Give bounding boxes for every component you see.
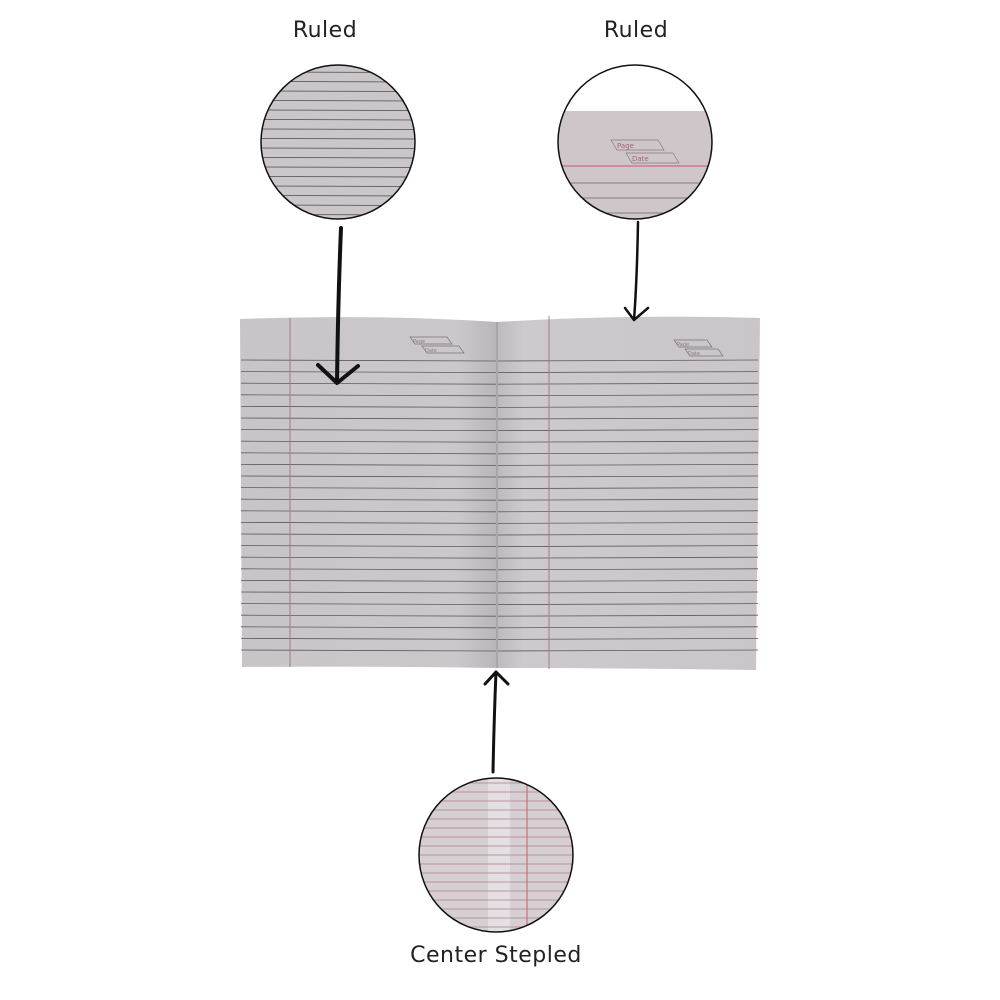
page-date-label: Page [413, 339, 425, 345]
rule-line [240, 638, 498, 640]
rule-line [261, 185, 415, 187]
zoom-circle-center-stapled [418, 777, 574, 933]
rule-line [496, 382, 759, 385]
rule-line [240, 556, 498, 559]
page-date-label: Date [632, 155, 649, 163]
rule-line [240, 452, 498, 455]
rule-line [496, 405, 759, 408]
rule-line [496, 533, 759, 536]
right-page [497, 316, 760, 670]
rule-line [496, 440, 759, 443]
callout-label-center-stapled: Center Stepled [410, 943, 582, 968]
rule-line [496, 487, 759, 490]
rule-line [496, 580, 759, 582]
rule-line [496, 556, 759, 559]
rule-line [240, 603, 498, 605]
rule-line [496, 359, 759, 362]
rule-line [261, 90, 415, 92]
page-date-box-right [673, 339, 724, 357]
rule-line [240, 417, 498, 420]
rule-line [496, 638, 759, 640]
ruled-lines [240, 359, 759, 652]
page-date-label: Page [617, 142, 634, 150]
rule-line [240, 475, 498, 478]
rule-line [496, 614, 759, 617]
rule-line [240, 405, 498, 408]
rule-line [240, 533, 498, 536]
rule-line [240, 580, 498, 582]
rule-line [261, 138, 415, 140]
rule-line [496, 498, 759, 501]
rule-line [261, 147, 415, 149]
page-date-label: Date [425, 348, 437, 354]
rule-line [240, 371, 498, 374]
rule-line [240, 382, 498, 385]
rule-line [240, 359, 498, 362]
rule-line [496, 371, 759, 374]
zoom-circle-ruled-left [260, 64, 416, 220]
rule-line [496, 649, 759, 652]
rule-line [240, 510, 498, 513]
rule-line [240, 522, 498, 524]
rule-line [240, 614, 498, 617]
rule-line [240, 498, 498, 501]
rule-line [496, 394, 759, 397]
rule-line [496, 591, 759, 594]
rule-line [240, 394, 498, 397]
rule-line [496, 603, 759, 605]
rule-line [261, 119, 415, 121]
rule-line [496, 452, 759, 455]
rule-line [496, 463, 759, 466]
arrow-right [623, 220, 650, 322]
rule-line [240, 626, 498, 629]
rule-line [496, 417, 759, 420]
rule-line [261, 166, 415, 168]
rule-line [240, 463, 498, 466]
rule-line [261, 204, 415, 206]
rule-line [496, 429, 759, 432]
rule-line [261, 128, 415, 130]
rule-line [261, 81, 415, 83]
arrow-left [316, 226, 360, 385]
rule-line [261, 214, 415, 216]
rule-line [240, 487, 498, 490]
rule-line [261, 71, 415, 73]
rule-line [261, 176, 415, 178]
rule-line [496, 510, 759, 513]
rule-line [496, 475, 759, 478]
rule-line [240, 568, 498, 571]
rule-line [261, 157, 415, 159]
arrow-bottom [483, 670, 510, 774]
rule-line [496, 522, 759, 524]
rule-line [496, 626, 759, 629]
rule-line [240, 649, 498, 652]
rule-line [240, 545, 498, 547]
callout-label-ruled-left: Ruled [292, 18, 358, 43]
rule-line [496, 568, 759, 571]
callout-label-ruled-right: Ruled [603, 18, 669, 43]
page-date-label: Page [677, 342, 689, 348]
rule-line [240, 440, 498, 443]
rule-line [240, 591, 498, 594]
rule-line [261, 100, 415, 102]
rule-line [261, 109, 415, 111]
page-date-box-left [409, 336, 465, 354]
rule-line [496, 545, 759, 547]
rule-line [240, 429, 498, 432]
page-date-label: Date [688, 351, 700, 357]
